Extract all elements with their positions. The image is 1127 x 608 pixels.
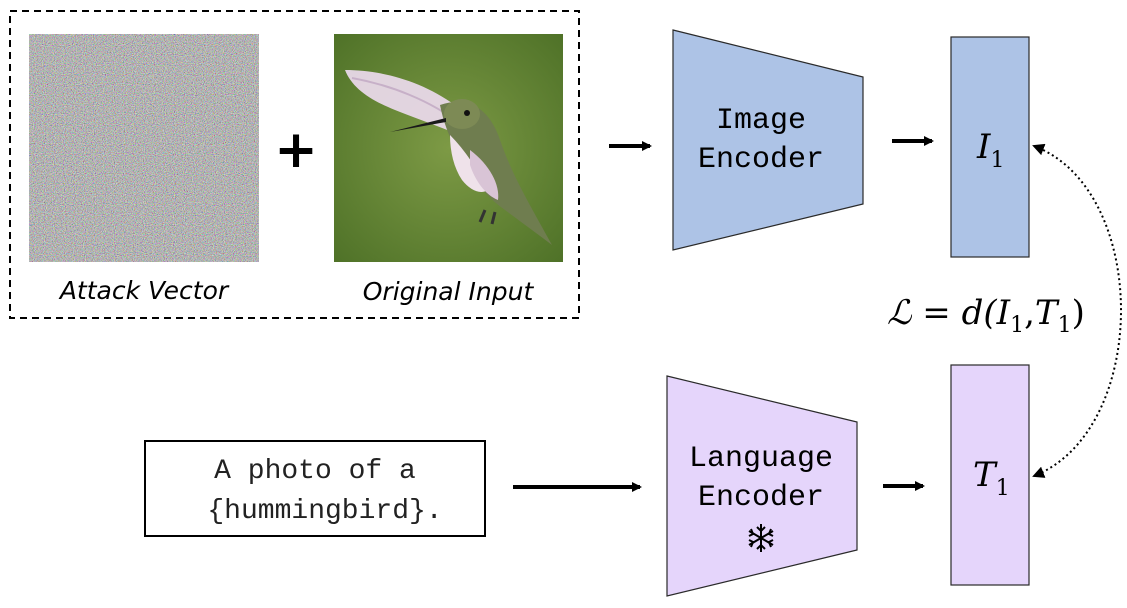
- language-encoder-block: [666, 375, 858, 597]
- image-embedding-box: [950, 36, 1030, 258]
- text-embedding-box: [950, 364, 1030, 586]
- input-group-box: [9, 10, 580, 319]
- prompt-line1: A photo of a: [214, 456, 416, 487]
- image-encoder-label-line2: Encoder: [698, 143, 824, 177]
- text-embedding-symbol: T1: [973, 455, 1010, 501]
- similarity-dotted-arrow: [1032, 143, 1122, 478]
- original-input-label: Original Input: [363, 277, 535, 306]
- image-encoder-block: [672, 29, 864, 251]
- original-input-image: [334, 34, 563, 262]
- plus-operator: +: [274, 120, 318, 180]
- loss-equation: ℒ = d(I1,T1): [887, 293, 1085, 338]
- language-encoder-label-line2: Encoder: [698, 481, 824, 515]
- prompt-text-box: [144, 440, 486, 537]
- image-embedding-symbol: I1: [976, 127, 1004, 173]
- attack-vector-label: Attack Vector: [58, 276, 230, 305]
- prompt-line2: {hummingbird}.: [207, 496, 442, 527]
- snowflake-icon: [748, 524, 774, 552]
- language-encoder-label-line1: Language: [689, 442, 833, 476]
- image-encoder-label-line1: Image: [716, 104, 806, 138]
- hummingbird-icon: [345, 70, 552, 245]
- attack-vector-image: [29, 34, 259, 262]
